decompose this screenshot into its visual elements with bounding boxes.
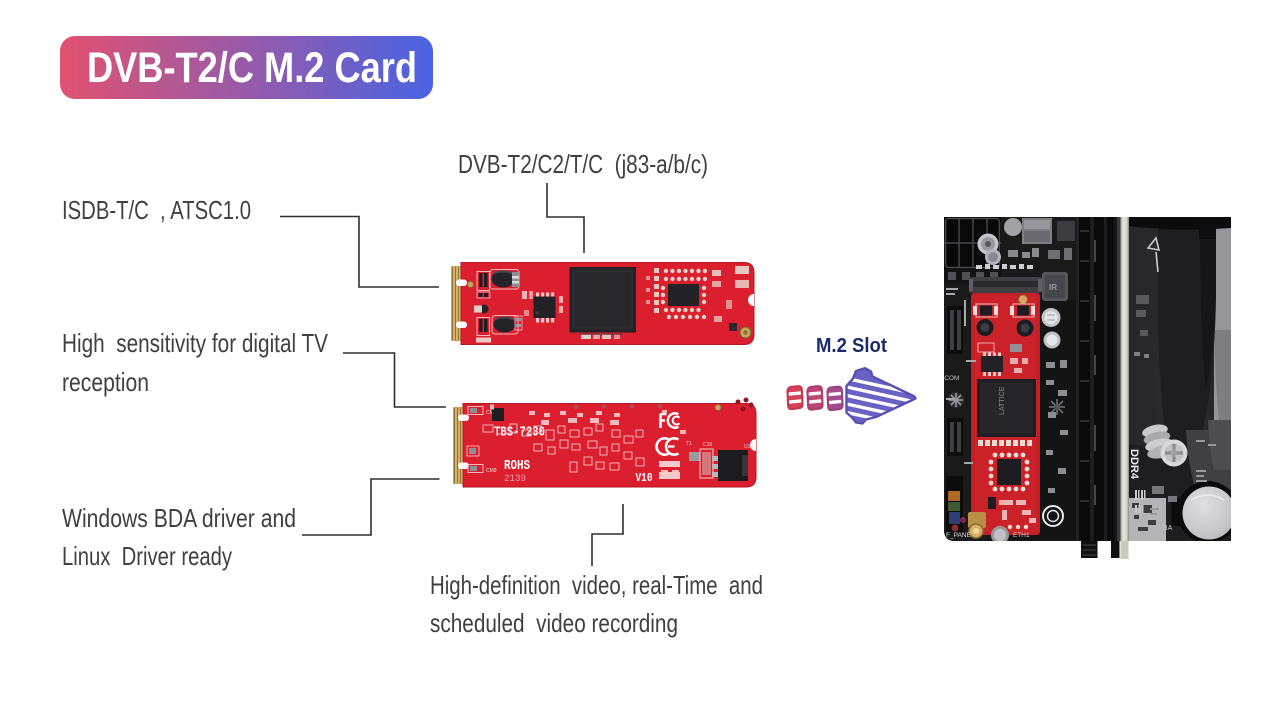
svg-text:LATTICE: LATTICE (999, 386, 1006, 415)
svg-text:DVB-T2/C2/T/C (j83-a/b/c): DVB-T2/C2/T/C (j83-a/b/c) (458, 149, 708, 179)
svg-text:2139: 2139 (504, 473, 526, 485)
svg-text:Windows BDA driver and: Windows BDA driver and (62, 503, 296, 533)
svg-text:IR: IR (1049, 283, 1057, 292)
svg-text:F_PANE: F_PANE (946, 532, 971, 539)
svg-text:CM9: CM9 (486, 468, 497, 474)
svg-text:DVB-T2/C M.2 Card: DVB-T2/C M.2 Card (87, 44, 417, 92)
svg-text:Linux Driver ready: Linux Driver ready (62, 541, 232, 571)
svg-text:BA: BA (1163, 525, 1173, 532)
svg-text:ETH1: ETH1 (1013, 532, 1030, 539)
svg-text:TBS-7230: TBS-7230 (494, 426, 545, 441)
svg-text:DDR4: DDR4 (1128, 449, 1140, 480)
svg-text:T1: T1 (686, 441, 692, 447)
svg-text:CM6: CM6 (486, 410, 497, 416)
svg-text:M.2 Slot: M.2 Slot (816, 335, 887, 357)
svg-text:scheduled video recording: scheduled video recording (430, 608, 678, 638)
svg-text:High-definition video, real-T: High-definition video, real-Time and (430, 570, 763, 600)
svg-text:High sensitivity for digital: High sensitivity for digital TV (62, 328, 329, 358)
svg-text:reception: reception (62, 367, 149, 397)
svg-text:JCOM: JCOM (941, 375, 959, 382)
svg-text:ROHS: ROHS (504, 459, 530, 474)
svg-text:C16: C16 (703, 442, 712, 448)
svg-text:V10: V10 (636, 471, 653, 485)
svg-text:U10: U10 (744, 444, 753, 450)
svg-text:ISDB-T/C , ATSC1.0: ISDB-T/C , ATSC1.0 (62, 195, 251, 225)
